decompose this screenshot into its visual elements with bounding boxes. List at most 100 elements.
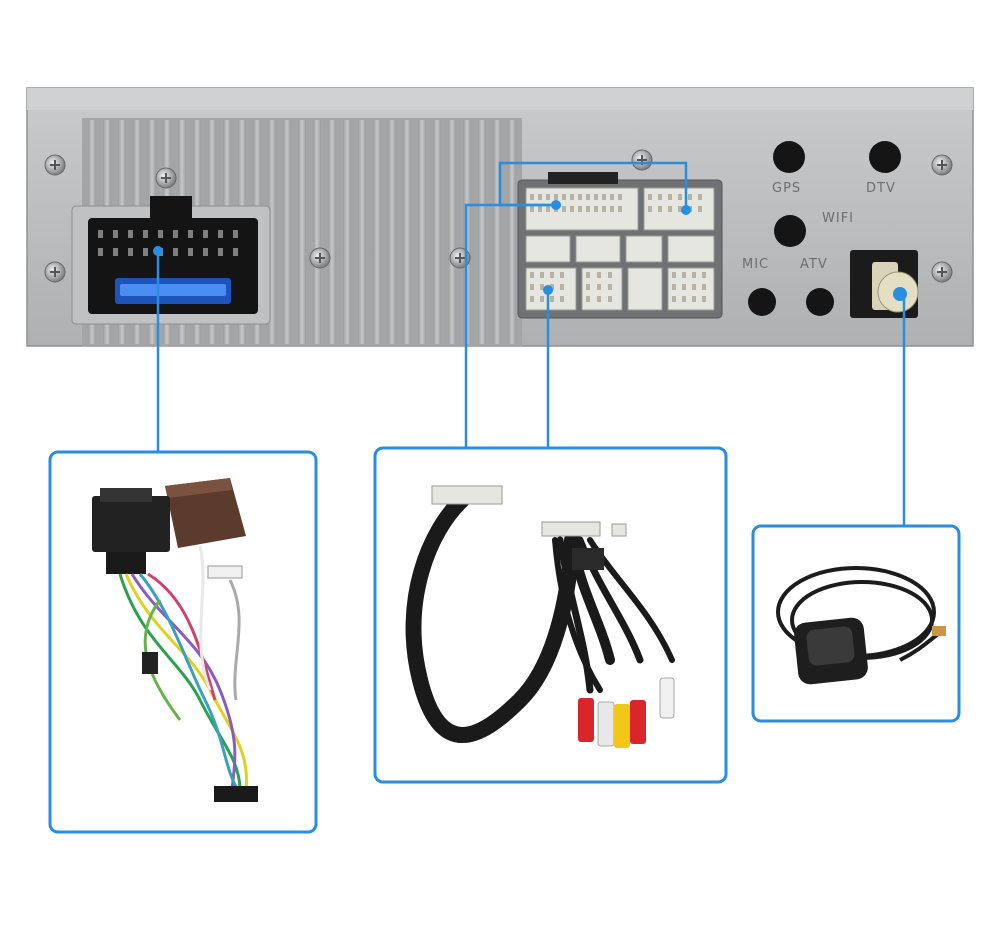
mounting-screws	[44, 149, 953, 283]
connector-pin	[610, 194, 614, 200]
connector-pin	[668, 206, 672, 212]
heat-sink-fin	[283, 120, 291, 344]
iso-pin	[188, 230, 193, 238]
connector-pin	[682, 284, 686, 290]
mic-label: MIC	[742, 257, 769, 272]
connector-lines	[153, 161, 906, 526]
rca-plugs	[578, 677, 675, 748]
atv-port	[806, 288, 834, 316]
connector-pin	[578, 194, 582, 200]
connector-pin	[608, 272, 612, 278]
connector-pin	[702, 272, 706, 278]
connector-pin	[608, 296, 612, 302]
power-harness-illustration	[48, 450, 318, 834]
iso-pin	[173, 230, 178, 238]
iso-pin	[173, 248, 178, 256]
iso-pin	[218, 230, 223, 238]
connector-pin	[682, 296, 686, 302]
iso-pin	[143, 248, 148, 256]
connector-pin	[570, 194, 574, 200]
connector-pin	[597, 284, 601, 290]
connector-pin	[538, 206, 542, 212]
dtv-label: DTV	[866, 181, 896, 196]
heat-sink-fin	[418, 120, 426, 344]
iso-pin	[143, 230, 148, 238]
connector-pin	[540, 272, 544, 278]
iso-pin	[113, 248, 118, 256]
iso-pin	[188, 248, 193, 256]
wifi-port	[774, 215, 806, 247]
connector-pin	[692, 284, 696, 290]
iso-pin	[203, 230, 208, 238]
connector-pin	[540, 296, 544, 302]
heat-sink-fin	[508, 120, 516, 344]
connector-pin	[570, 206, 574, 212]
connector-pin	[602, 194, 606, 200]
connector-pin	[608, 284, 612, 290]
heat-sink-fin	[328, 120, 336, 344]
heat-sink-fin	[373, 120, 381, 344]
connector-pin	[602, 206, 606, 212]
iso-pin	[128, 248, 133, 256]
connector-pin	[530, 284, 534, 290]
connector-pin	[618, 194, 622, 200]
connector-pin	[586, 272, 590, 278]
connector-pin	[692, 296, 696, 302]
gps-antenna-illustration	[751, 524, 961, 723]
connector-pin	[702, 296, 706, 302]
connector-pin	[546, 194, 550, 200]
connector-pin	[562, 206, 566, 212]
heat-sink-fin	[343, 120, 351, 344]
connector-pin	[578, 206, 582, 212]
connector-pin	[586, 206, 590, 212]
connector-pin	[546, 206, 550, 212]
heat-sink-fin	[448, 120, 456, 344]
mic-port	[748, 288, 776, 316]
connector-pin	[560, 272, 564, 278]
wifi-label: WIFI	[822, 211, 854, 226]
radio-antenna-socket	[850, 250, 919, 318]
atv-label: ATV	[800, 257, 828, 272]
iso-pin	[128, 230, 133, 238]
iso-pin	[158, 230, 163, 238]
connector-pin	[586, 284, 590, 290]
connector-pin	[610, 206, 614, 212]
connector-pin	[678, 194, 682, 200]
connector-pin	[658, 194, 662, 200]
connector-pin	[648, 206, 652, 212]
gps-port	[773, 141, 805, 173]
connector-pin	[530, 272, 534, 278]
iso-pin	[233, 230, 238, 238]
connector-pin	[554, 194, 558, 200]
iso-pin	[113, 230, 118, 238]
iso-pin	[218, 248, 223, 256]
connector-pin	[688, 194, 692, 200]
connector-pin	[550, 272, 554, 278]
dtv-port	[869, 141, 901, 173]
connector-pin	[672, 272, 676, 278]
connector-pin	[560, 284, 564, 290]
connector-pin	[698, 194, 702, 200]
connector-pin	[672, 296, 676, 302]
heat-sink-fin	[268, 120, 276, 344]
connector-pin	[597, 296, 601, 302]
iso-pin	[203, 248, 208, 256]
connector-pin	[597, 272, 601, 278]
iso-pin	[98, 230, 103, 238]
heat-sink-fin	[403, 120, 411, 344]
connector-pin	[678, 206, 682, 212]
multi-connector-pins	[530, 194, 706, 302]
connector-pin	[594, 194, 598, 200]
radio-chassis: GPS DTV WIFI MIC ATV	[26, 87, 974, 347]
connector-pin	[618, 206, 622, 212]
heat-sink-fin	[478, 120, 486, 344]
av-rca-cable-illustration	[373, 446, 728, 784]
connector-pin	[530, 296, 534, 302]
heat-sink-fin	[433, 120, 441, 344]
connector-pin	[594, 206, 598, 212]
connector-pin	[530, 206, 534, 212]
connector-pin	[530, 194, 534, 200]
connector-pin	[562, 194, 566, 200]
multi-pin-connector-block	[517, 172, 723, 319]
